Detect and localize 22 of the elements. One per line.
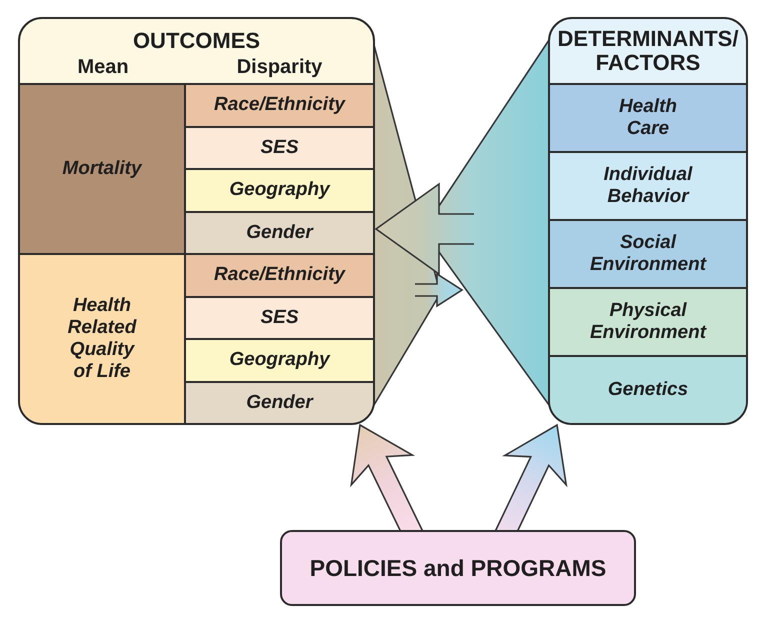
- table-cell: Health Related Quality of Life: [20, 253, 186, 423]
- table-cell: Individual Behavior: [550, 151, 746, 219]
- table-cell: Genetics: [550, 355, 746, 423]
- panel-heading: OUTCOMES: [132, 29, 262, 53]
- table-cell: SES: [186, 126, 373, 168]
- table-cell: Gender: [186, 380, 373, 423]
- table-panel: [18, 17, 375, 425]
- table-cell: Health Care: [550, 83, 746, 151]
- column-heading: Mean: [76, 56, 130, 78]
- table-cell: Geography: [186, 168, 373, 210]
- column-heading: Disparity: [236, 56, 324, 78]
- table-cell: Gender: [186, 210, 373, 253]
- list-panel: [548, 17, 748, 425]
- table-cell: Social Environment: [550, 219, 746, 287]
- table-cell: Race/Ethnicity: [186, 253, 373, 296]
- table-cell: Mortality: [20, 83, 186, 253]
- table-cell: Race/Ethnicity: [186, 83, 373, 126]
- table-cell: Physical Environment: [550, 287, 746, 355]
- table-cell: Geography: [186, 338, 373, 380]
- rounded-box: POLICIES and PROGRAMS: [280, 530, 636, 606]
- table-cell: SES: [186, 296, 373, 338]
- panel-heading: DETERMINANTS/ FACTORS: [556, 27, 740, 75]
